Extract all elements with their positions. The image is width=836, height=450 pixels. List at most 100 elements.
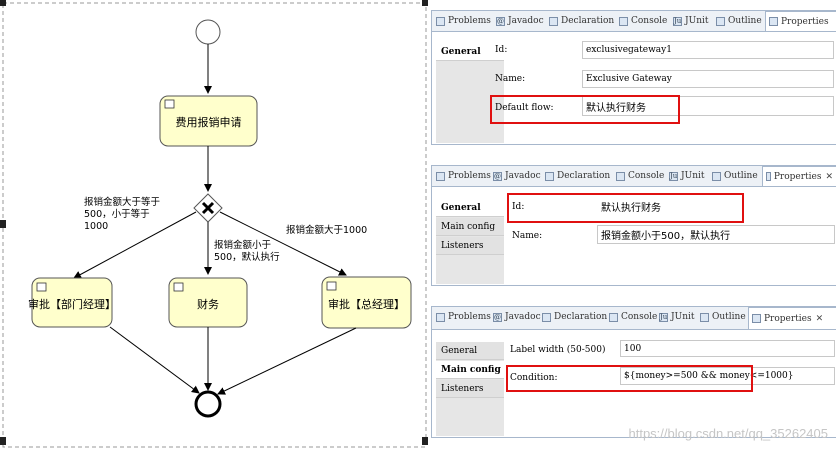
id-field[interactable]: 默认执行财务: [597, 197, 835, 216]
declaration-icon: [549, 16, 558, 26]
highlight-box: [490, 95, 680, 124]
tab-properties[interactable]: Properties✕: [762, 166, 836, 186]
declaration-icon: [542, 312, 551, 322]
nav-main-config[interactable]: Main config: [436, 361, 504, 379]
gateway-x-icon: [201, 201, 215, 215]
tab-javadoc[interactable]: @Javadoc: [493, 171, 541, 181]
tab-problems[interactable]: Problems: [436, 166, 491, 186]
tab-declaration[interactable]: Declaration: [542, 307, 607, 327]
console-icon: [619, 16, 628, 26]
condition-field[interactable]: ${money>=500 && money<=1000}: [620, 367, 835, 385]
problems-icon: [436, 312, 445, 322]
at-icon: @: [496, 16, 505, 26]
user-task-icon: [173, 282, 184, 292]
junit-icon: Ju: [659, 312, 668, 322]
end-event[interactable]: [194, 390, 222, 418]
properties-sidenav: General Main config Listeners: [436, 342, 504, 436]
sequence-flow[interactable]: [109, 326, 200, 394]
tab-declaration[interactable]: Declaration: [545, 166, 610, 186]
user-task-icon: [36, 282, 47, 292]
view-tab-bar: Problems @Javadoc Declaration Console Ju…: [432, 11, 836, 32]
junit-icon: Ju: [669, 171, 678, 181]
outline-icon: [716, 16, 725, 26]
nav-listeners[interactable]: Listeners: [436, 237, 504, 255]
outline-icon: [712, 171, 721, 181]
view-tab-bar: Problems @Javadoc Declaration Console Ju…: [432, 166, 836, 187]
at-icon: @: [493, 312, 502, 322]
properties-icon: [766, 172, 771, 181]
nav-general[interactable]: General: [436, 342, 504, 360]
tab-properties[interactable]: Properties✕: [748, 307, 836, 329]
declaration-icon: [545, 171, 554, 181]
view-tab-bar: Problems @Javadoc Declaration Console Ju…: [432, 307, 836, 330]
properties-panel-condition: Problems @Javadoc Declaration Console Ju…: [431, 306, 836, 438]
edge-label-left: 报销金额大于等于 500，小于等于 1000: [84, 197, 161, 232]
tab-outline[interactable]: Outline: [712, 166, 758, 186]
problems-icon: [436, 16, 445, 26]
tab-properties[interactable]: Properties: [765, 11, 836, 31]
tab-console[interactable]: Console: [619, 11, 667, 31]
watermark: https://blog.csdn.net/qq_35262405: [628, 426, 829, 441]
task-general-manager[interactable]: [321, 276, 412, 329]
nav-general[interactable]: General: [436, 43, 504, 61]
frame-handle[interactable]: [0, 437, 6, 445]
junit-icon: Ju: [673, 16, 682, 26]
tab-javadoc[interactable]: @Javadoc: [496, 16, 544, 26]
properties-icon: [752, 314, 761, 323]
task-dept-manager[interactable]: [31, 277, 113, 328]
highlight-box: [506, 365, 753, 392]
user-task-icon: [164, 99, 175, 109]
problems-icon: [436, 171, 445, 181]
default-flow-field[interactable]: 默认执行财务: [582, 96, 834, 116]
edge-label-middle: 报销金额小于 500，默认执行: [214, 240, 280, 263]
bpmn-diagram-canvas[interactable]: 费用报销申请 审批【部门经理】 财务 审批【总经理】 报销金额大于等于 500，…: [0, 0, 428, 450]
properties-icon: [769, 17, 778, 26]
task-finance-label: 财务: [197, 298, 219, 311]
close-icon[interactable]: ✕: [825, 171, 833, 182]
frame-handle[interactable]: [422, 437, 428, 445]
frame-handle[interactable]: [0, 0, 6, 6]
task-apply-label: 费用报销申请: [175, 116, 242, 129]
field-label-id: Id:: [495, 45, 508, 55]
field-label-name: Name:: [495, 74, 526, 84]
field-label-default-flow: Default flow:: [495, 103, 554, 113]
properties-panel-flow: Problems @Javadoc Declaration Console Ju…: [431, 165, 836, 286]
at-icon: @: [493, 171, 502, 181]
task-dept-manager-label: 审批【部门经理】: [28, 298, 116, 311]
frame-handle[interactable]: [422, 0, 428, 6]
id-field[interactable]: exclusivegateway1: [582, 41, 834, 59]
nav-listeners[interactable]: Listeners: [436, 380, 504, 398]
outline-icon: [700, 312, 709, 322]
tab-console[interactable]: Console: [609, 307, 657, 327]
console-icon: [609, 312, 618, 322]
sequence-flow-right[interactable]: [219, 211, 347, 276]
start-event[interactable]: [195, 19, 221, 45]
sequence-flow[interactable]: [217, 327, 357, 395]
properties-panel-gateway: Problems @Javadoc Declaration Console Ju…: [431, 10, 836, 145]
tab-declaration[interactable]: Declaration: [549, 11, 614, 31]
nav-general[interactable]: General: [436, 199, 504, 217]
task-general-manager-label: 审批【总经理】: [328, 298, 405, 311]
sequence-flow-left[interactable]: [73, 211, 197, 279]
bpmn-diagram-svg: [0, 0, 428, 448]
tab-javadoc[interactable]: @Javadoc: [493, 312, 541, 322]
console-icon: [616, 171, 625, 181]
nav-main-config[interactable]: Main config: [436, 218, 504, 236]
close-icon[interactable]: ✕: [815, 313, 824, 324]
tab-problems[interactable]: Problems: [436, 307, 491, 327]
name-field[interactable]: Exclusive Gateway: [582, 70, 834, 88]
tab-outline[interactable]: Outline: [700, 307, 746, 327]
field-label-id: Id:: [512, 202, 525, 212]
field-label-condition: Condition:: [510, 373, 558, 383]
user-task-icon: [326, 281, 337, 291]
label-width-field[interactable]: 100: [620, 340, 835, 357]
frame-handle[interactable]: [0, 220, 6, 228]
tab-outline[interactable]: Outline: [716, 11, 762, 31]
name-field[interactable]: 报销金额小于500，默认执行: [597, 225, 835, 244]
highlight-box: [507, 193, 744, 223]
tab-problems[interactable]: Problems: [436, 11, 491, 31]
tab-console[interactable]: Console: [616, 166, 664, 186]
